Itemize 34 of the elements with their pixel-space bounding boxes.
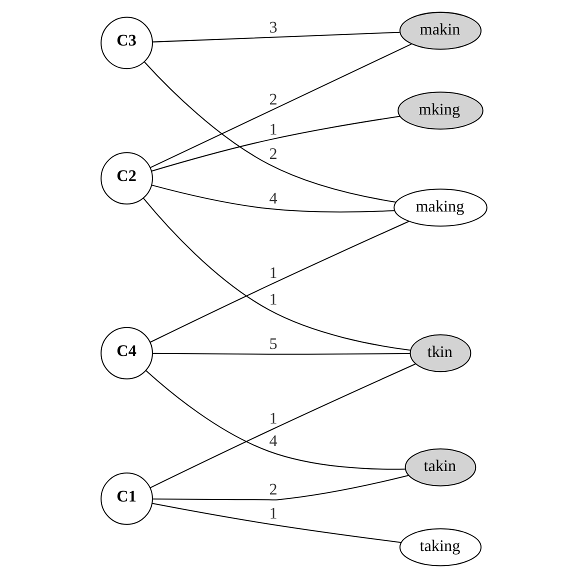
node-circle: C1 xyxy=(100,472,152,525)
node-ellipse: taking xyxy=(398,528,482,566)
connector xyxy=(145,370,405,470)
edge-label: 1 xyxy=(268,506,277,523)
connector xyxy=(152,474,408,500)
connector xyxy=(152,502,401,543)
edge-label: 4 xyxy=(268,190,277,208)
connector xyxy=(150,44,412,168)
connector xyxy=(144,62,396,203)
node-ellipse: makin xyxy=(398,12,482,50)
node-circle: C3 xyxy=(100,16,152,70)
node-ellipse: mking xyxy=(397,92,483,130)
edge-label: 2 xyxy=(268,91,277,108)
connector xyxy=(149,220,409,343)
connector xyxy=(152,32,400,42)
edge-label: 5 xyxy=(268,336,277,353)
connector xyxy=(152,352,410,355)
edge-label: 1 xyxy=(268,291,277,308)
edge-label: 2 xyxy=(268,146,277,163)
node-ellipse: takin xyxy=(404,448,476,486)
node-ellipse: tkin xyxy=(409,334,471,372)
node-circle: C4 xyxy=(100,327,152,380)
node-circle: C2 xyxy=(100,152,152,205)
edge-label: 4 xyxy=(268,432,277,450)
connector xyxy=(142,198,410,351)
connector xyxy=(150,116,400,172)
connector xyxy=(151,184,394,212)
edge-label: 1 xyxy=(268,410,277,428)
node-ellipse: making xyxy=(393,188,487,227)
edge-label: 3 xyxy=(268,20,277,37)
edge-label: 1 xyxy=(268,265,277,282)
connector xyxy=(149,363,416,488)
edge-label: 2 xyxy=(268,481,277,498)
edge-label: 1 xyxy=(268,122,277,139)
